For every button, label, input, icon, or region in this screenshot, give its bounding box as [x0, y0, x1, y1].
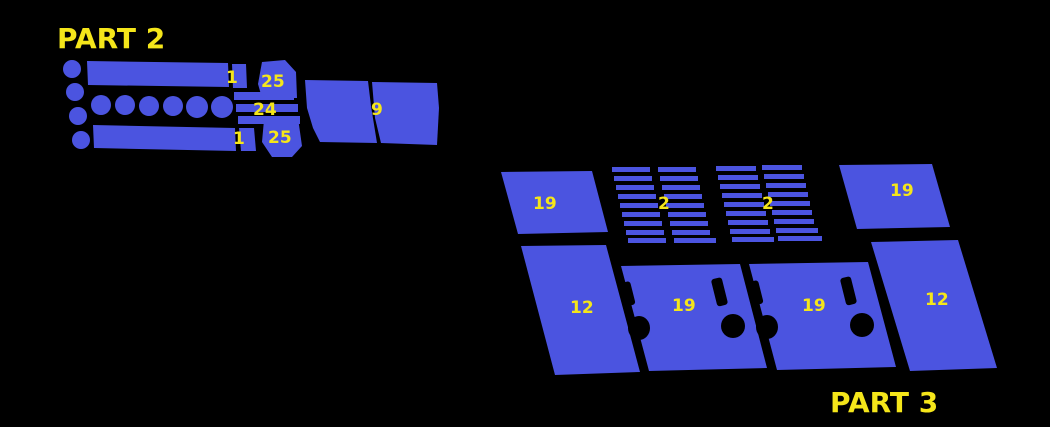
part3-slot: [840, 276, 857, 306]
part2-circle: [163, 96, 183, 116]
part3-label-vent-right: 2: [762, 194, 774, 214]
part2-strip: [236, 104, 298, 112]
part2-label-pod-top: 25: [261, 72, 285, 92]
part3-label-top-left: 19: [533, 194, 557, 214]
part3-plate-large-right: [871, 240, 997, 371]
part2-circle: [72, 131, 90, 149]
part2-label-center: 24: [253, 100, 277, 120]
part2-panel-right: [372, 82, 439, 145]
part3-slot: [711, 277, 728, 307]
part2-label-pod-bottom: 25: [268, 128, 292, 148]
part3-plate-center-right: [749, 262, 896, 370]
part3-label-top-right: 19: [890, 181, 914, 201]
part2-pod-bottom: [262, 118, 302, 157]
part2-circle: [115, 95, 135, 115]
part3-label-vent-left: 2: [658, 194, 670, 214]
part3-slot: [747, 280, 764, 306]
part2-group: [63, 60, 439, 157]
part2-rail-top-tab: [232, 64, 247, 88]
part3-label-large-right: 12: [925, 290, 949, 310]
part3-group: [501, 164, 997, 375]
part2-circle: [139, 96, 159, 116]
part2-rail-bottom: [93, 125, 236, 151]
part3-hole: [850, 313, 874, 337]
part3-hole: [628, 316, 650, 340]
part2-label-panel: 9: [371, 100, 383, 120]
part3-label-large-left: 12: [570, 298, 594, 318]
part2-label-rail-bottom: 1: [233, 129, 245, 149]
part2-panel-left: [305, 80, 377, 143]
part3-title: PART 3: [830, 386, 938, 419]
part2-pod-top: [258, 60, 297, 98]
part3-vent-right: [716, 165, 822, 242]
part3-plate-large-left: [521, 245, 640, 375]
part3-plate-top-right: [839, 164, 950, 229]
part3-labels: 19 2 2 19 12 19 19 12: [533, 181, 949, 318]
part3-hole: [756, 315, 778, 339]
part2-rail-bottom-tab: [239, 128, 256, 151]
part2-circle: [91, 95, 111, 115]
part2-circle: [63, 60, 81, 78]
part2-circle: [66, 83, 84, 101]
part3-vent-left: [612, 167, 716, 243]
part2-rail-top: [87, 61, 229, 87]
part2-labels: 1 25 24 1 25 9: [226, 68, 383, 149]
part3-label-center-right: 19: [802, 296, 826, 316]
part2-circle: [69, 107, 87, 125]
part2-title: PART 2: [57, 22, 165, 55]
part3-plate-top-left: [501, 171, 608, 234]
part2-circle: [211, 96, 233, 118]
part2-label-rail-top: 1: [226, 68, 238, 88]
part3-cutouts: [619, 276, 874, 340]
part3-label-center-left: 19: [672, 296, 696, 316]
part3-hole: [721, 314, 745, 338]
part3-plate-center-left: [621, 264, 767, 371]
part2-circle: [186, 96, 208, 118]
part3-slot: [619, 281, 636, 307]
